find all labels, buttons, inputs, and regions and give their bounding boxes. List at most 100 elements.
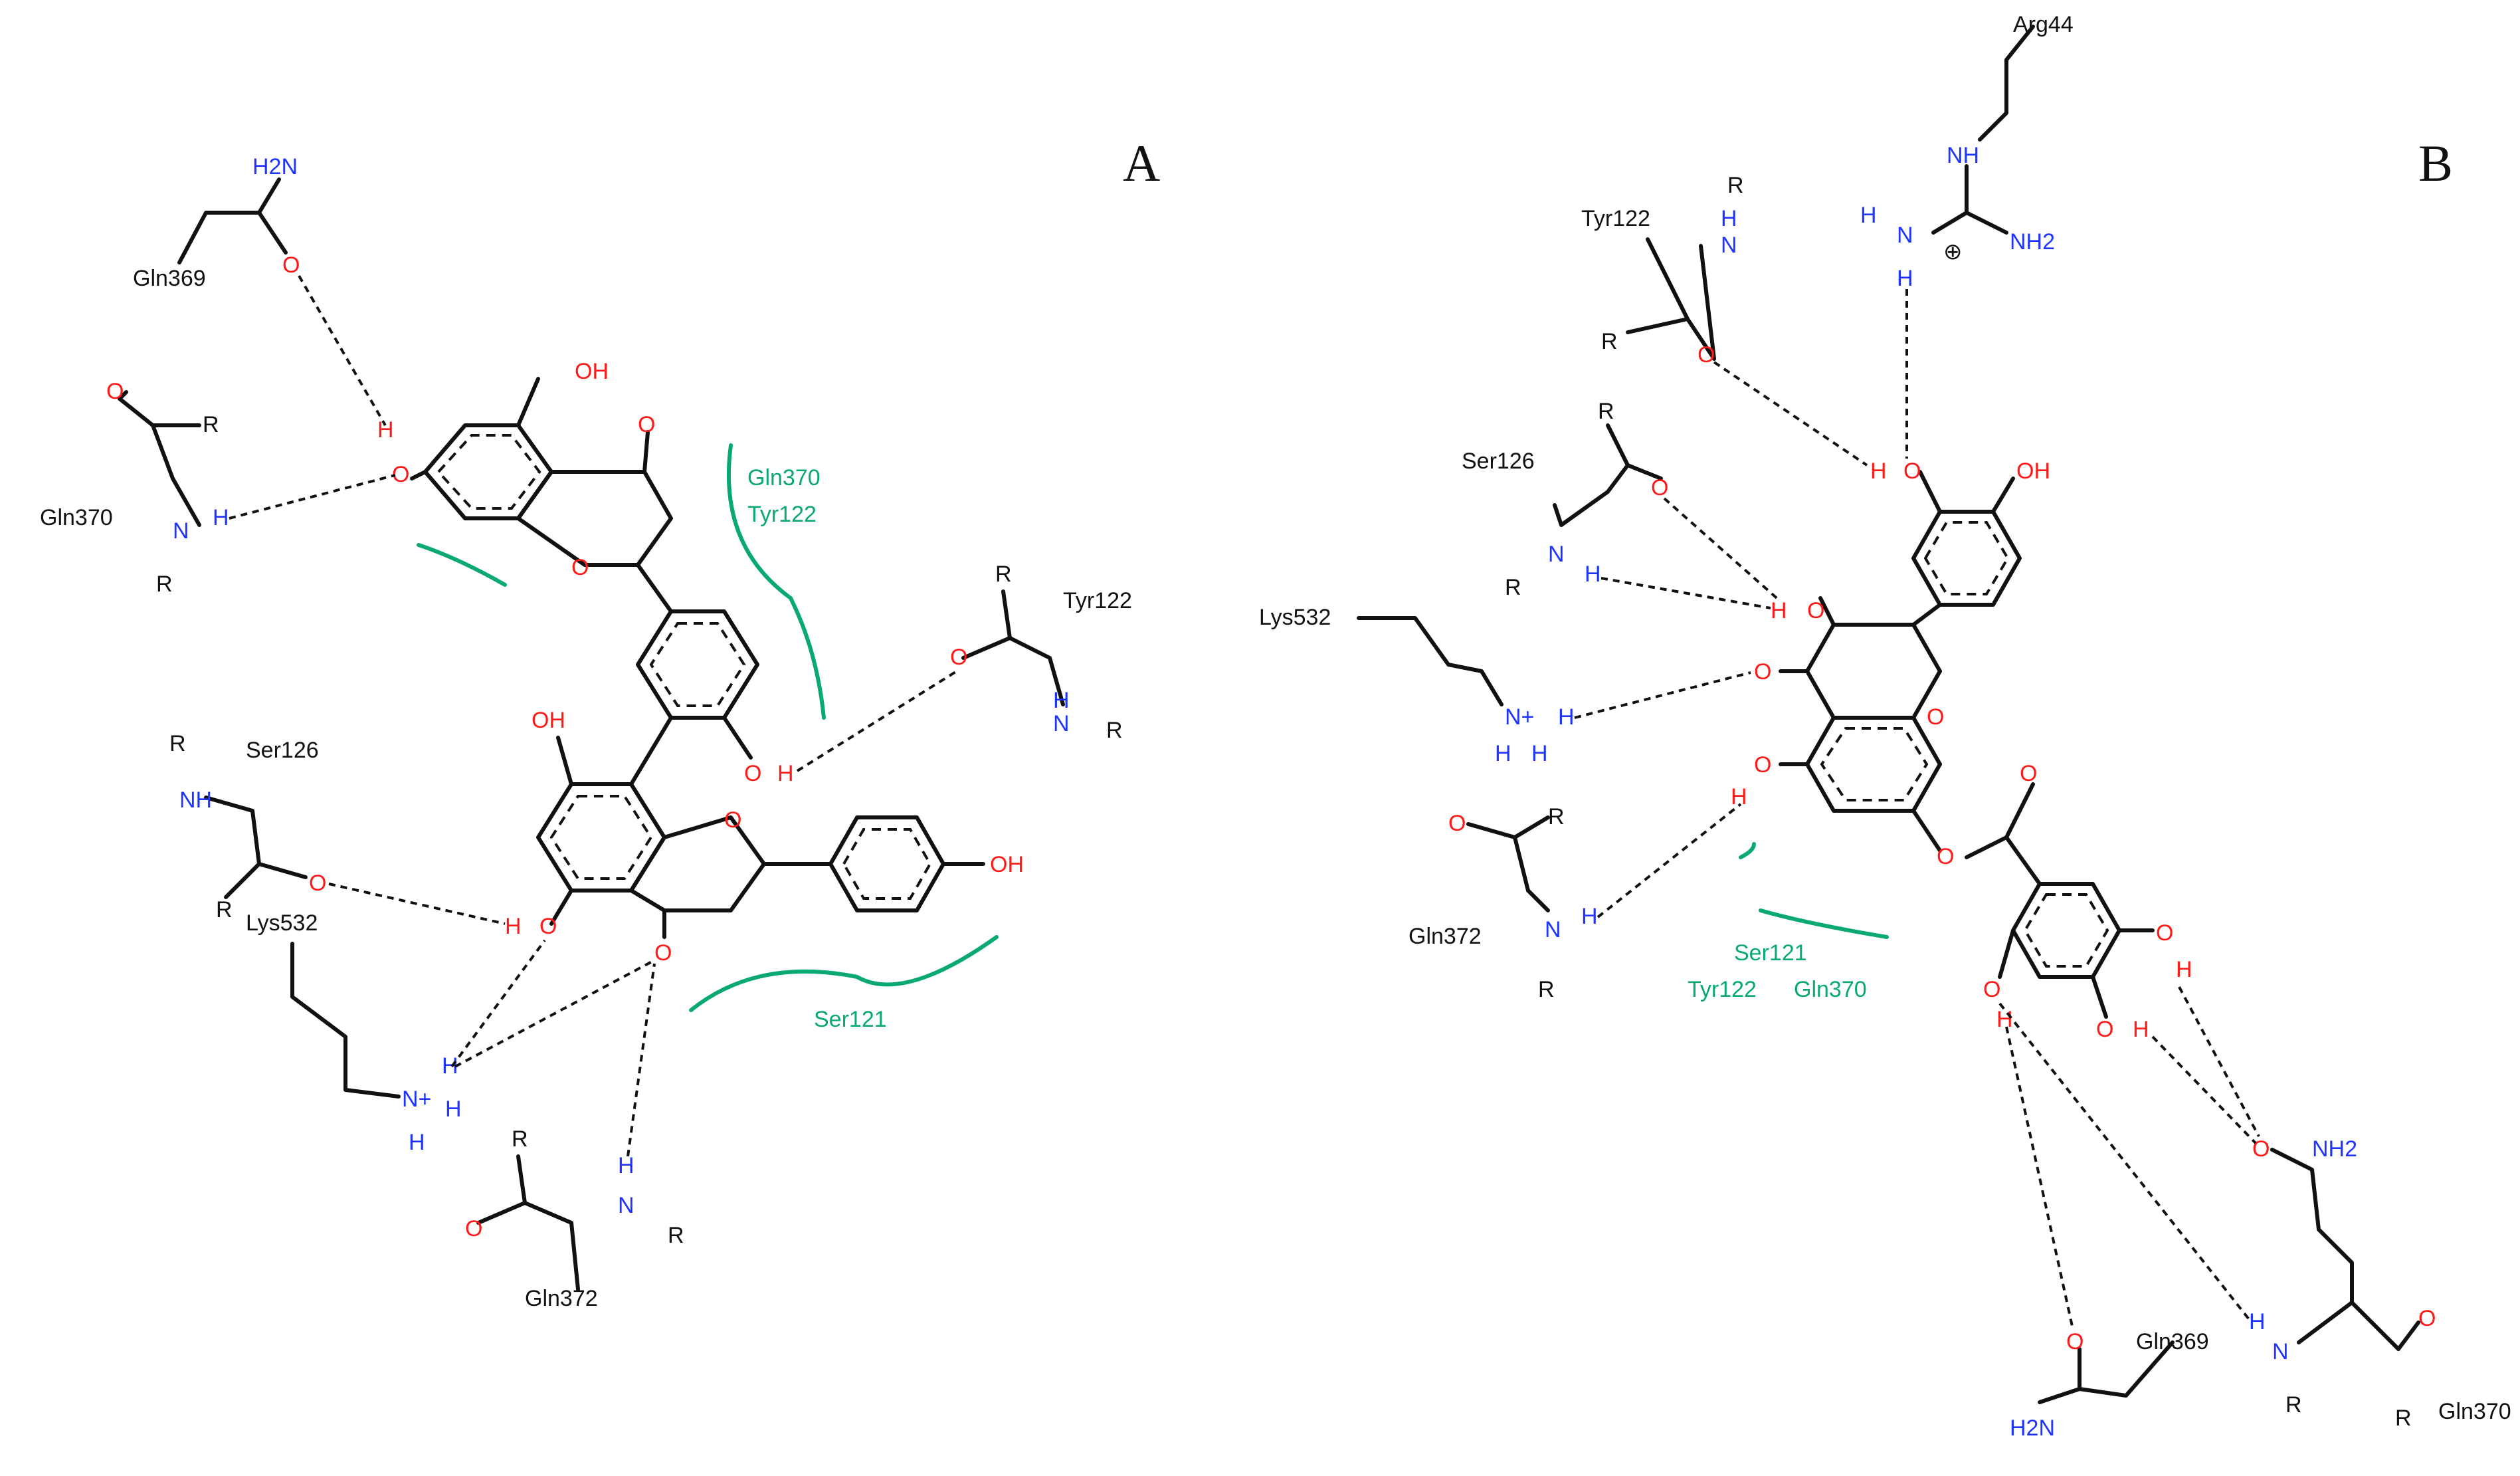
atom-arg44-charge: ⊕ <box>1943 239 1963 264</box>
residue-label-a-tyr122: Tyr122 <box>1063 588 1132 613</box>
atom-b-h7: H <box>1996 1007 2013 1032</box>
atom-b-gln370-r2: R <box>2395 1406 2412 1431</box>
hbond-b-ser126-1 <box>1663 497 1782 603</box>
hbond-b-ser126-2 <box>1600 577 1771 609</box>
bond-gln372-chain <box>476 1201 580 1291</box>
atom-b-ser126-o: O <box>1651 475 1668 500</box>
atom-b-tyr122-r2: R <box>1601 329 1618 354</box>
atom-b-lys532-n: N+ <box>1505 704 1534 730</box>
atom-oh-a5: OH <box>575 359 609 384</box>
atom-oh-a6: OH <box>990 852 1024 877</box>
residue-label-b-gln370: Gln370 <box>2438 1399 2511 1424</box>
residue-a-ser126: R NH O R Ser126 <box>169 731 326 922</box>
atom-b-gln372-r2: R <box>1538 977 1555 1002</box>
ring-a3-arom <box>649 622 746 707</box>
atom-b-gln370-o1: O <box>2252 1136 2270 1162</box>
atom-tyr122-o: O <box>950 645 967 670</box>
residue-label-a-gln370: Gln370 <box>40 505 113 530</box>
ligand-a-lower-chromone <box>536 716 766 939</box>
ring-b4 <box>2011 882 2121 979</box>
atom-ser126-r2: R <box>216 897 233 922</box>
atom-b-gln372-n: N <box>1545 917 1561 942</box>
atom-b-ser126-h: H <box>1585 562 1601 587</box>
bond-b-tyr122-chain <box>1626 244 1716 361</box>
residue-b-arg44: Arg44 NH H N H NH2 ⊕ <box>1860 12 2074 291</box>
hbond-a-ser126 <box>328 883 506 925</box>
ring-b3 <box>1805 716 1942 813</box>
atom-lys532-n: N+ <box>402 1087 431 1112</box>
atom-b-o5: O <box>2156 920 2173 946</box>
ligand-b-galloyl <box>1965 782 2155 1019</box>
atom-b-gln370-o2: O <box>2418 1306 2436 1331</box>
ligand-a-central-phenyl <box>636 563 759 760</box>
bond-b1-oh <box>1991 476 2015 514</box>
ring-a4 <box>536 782 666 893</box>
bond-c5-oh <box>516 377 540 427</box>
atom-b-tyr122-h: H <box>1721 206 1737 231</box>
atom-lys532-h3: H <box>409 1130 425 1155</box>
residue-b-gln372: O R Gln372 N H R <box>1408 804 1598 1002</box>
atom-arg44-h2: H <box>1897 266 1913 291</box>
hbond-b-gln370-2 <box>2151 1035 2257 1144</box>
contact-label-b-ser121: Ser121 <box>1734 940 1807 966</box>
atom-b-gln372-o: O <box>1448 811 1466 836</box>
bond-ester-ring <box>2004 835 2042 886</box>
hbond-b-gln370-1 <box>2178 986 2260 1137</box>
ligand-b-catechol <box>1911 470 2022 607</box>
atom-gln372-n: N <box>618 1193 634 1218</box>
contact-label-b-tyr122: Tyr122 <box>1688 977 1757 1002</box>
atom-ser126-nh: NH <box>179 788 212 813</box>
hbond-b-gln372 <box>1597 803 1742 918</box>
ring-b2 <box>1805 623 1942 720</box>
atom-gln372-r1: R <box>512 1126 528 1152</box>
atom-b-o4: O <box>1754 752 1771 778</box>
ring-a1-arom <box>436 434 541 510</box>
bond-b-lys532-chain <box>1357 616 1503 706</box>
atom-tyr122-r2: R <box>1106 718 1123 743</box>
bond-gln370-chain <box>118 397 201 527</box>
residue-label-a-lys532: Lys532 <box>246 910 318 936</box>
contacts-a: Gln370 Tyr122 Ser121 <box>417 443 999 1032</box>
atom-b-o2: O <box>1807 598 1824 623</box>
panel-b: B O H <box>1259 12 2511 1441</box>
panel-a: A <box>40 134 1160 1311</box>
hbond-b-gln370-3 <box>1998 1002 2250 1320</box>
bond-lys532-chain <box>290 942 401 1099</box>
atom-o-ring-a5: O <box>724 807 741 833</box>
atom-b-gln369-o: O <box>2066 1329 2084 1354</box>
atom-gln369-h2n: H2N <box>252 154 298 179</box>
bond-b4-o3 <box>1998 928 2015 979</box>
residue-a-gln372: R O H N R Gln372 <box>465 1126 684 1311</box>
atom-gln370-n: N <box>173 518 189 544</box>
residue-label-b-tyr122: Tyr122 <box>1581 206 1650 231</box>
ring-b3-arom <box>1820 727 1929 801</box>
hbonds-b <box>1574 289 2260 1330</box>
atom-b-h1: H <box>1870 459 1887 484</box>
atom-b-h6: H <box>2133 1017 2149 1042</box>
bond-b2-o <box>1818 596 1836 627</box>
bond-ester <box>1965 782 2035 859</box>
atom-gln372-r2: R <box>668 1223 684 1248</box>
residue-label-b-arg44: Arg44 <box>2013 12 2074 37</box>
atom-b-ser126-r2: R <box>1505 575 1521 600</box>
atom-lys532-h2: H <box>445 1097 462 1122</box>
atom-h-a3: H <box>777 761 794 786</box>
contact-arc-a3 <box>689 935 999 1012</box>
contact-label-a-gln370: Gln370 <box>747 465 821 490</box>
bond-b3-ester <box>1911 809 1942 853</box>
bond-link-a1 <box>636 563 673 613</box>
atom-b-oh1: OH <box>2016 459 2050 484</box>
atom-o-ring-a2: O <box>571 555 589 580</box>
bond-o-a4 <box>549 889 573 926</box>
atom-o-a4: O <box>638 412 655 437</box>
atom-gln370-r1: R <box>203 412 219 437</box>
atom-arg44-nh2: NH2 <box>2010 229 2055 255</box>
residue-b-gln369: O H2N Gln369 <box>2010 1329 2209 1441</box>
atom-gln372-o: O <box>465 1216 482 1241</box>
bond-tyr122-chain <box>961 636 1065 706</box>
atom-b-h5: H <box>2176 957 2192 982</box>
bond-b-gln370-co <box>2396 1320 2420 1351</box>
bond-c7-o <box>410 470 427 480</box>
bond-oh-a3 <box>722 716 753 760</box>
bond-b1-o1 <box>1918 470 1942 514</box>
